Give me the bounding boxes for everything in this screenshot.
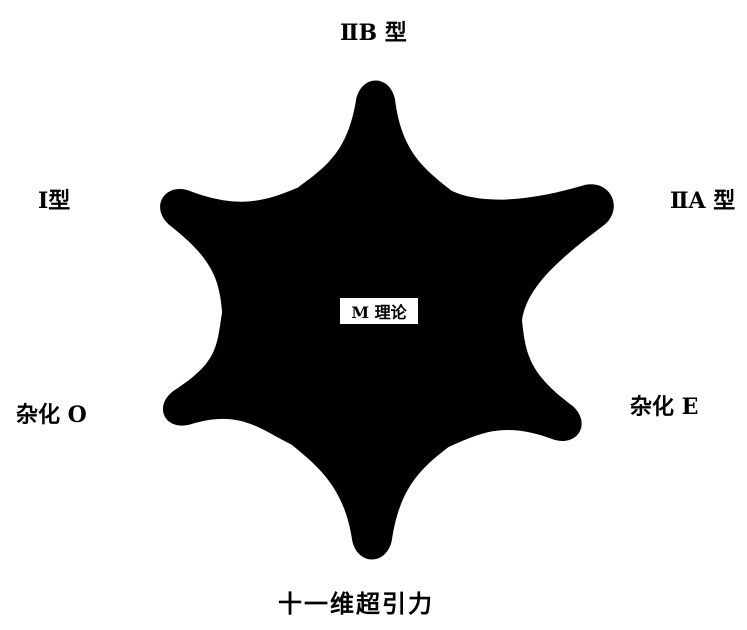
limit-label-iia: ⅡA 型 (670, 188, 736, 214)
center-box: M 理论 (340, 298, 418, 324)
limit-label-type-i: Ⅰ型 (38, 188, 71, 214)
limit-label-heterotic-o: 杂化 O (16, 402, 87, 428)
center-label-m-theory: M 理论 (351, 303, 407, 322)
limit-label-11d-supergravity: 十一维超引力 (278, 589, 434, 618)
limit-label-iib: ⅡB 型 (340, 20, 407, 46)
limit-label-heterotic-e: 杂化 E (630, 394, 699, 420)
